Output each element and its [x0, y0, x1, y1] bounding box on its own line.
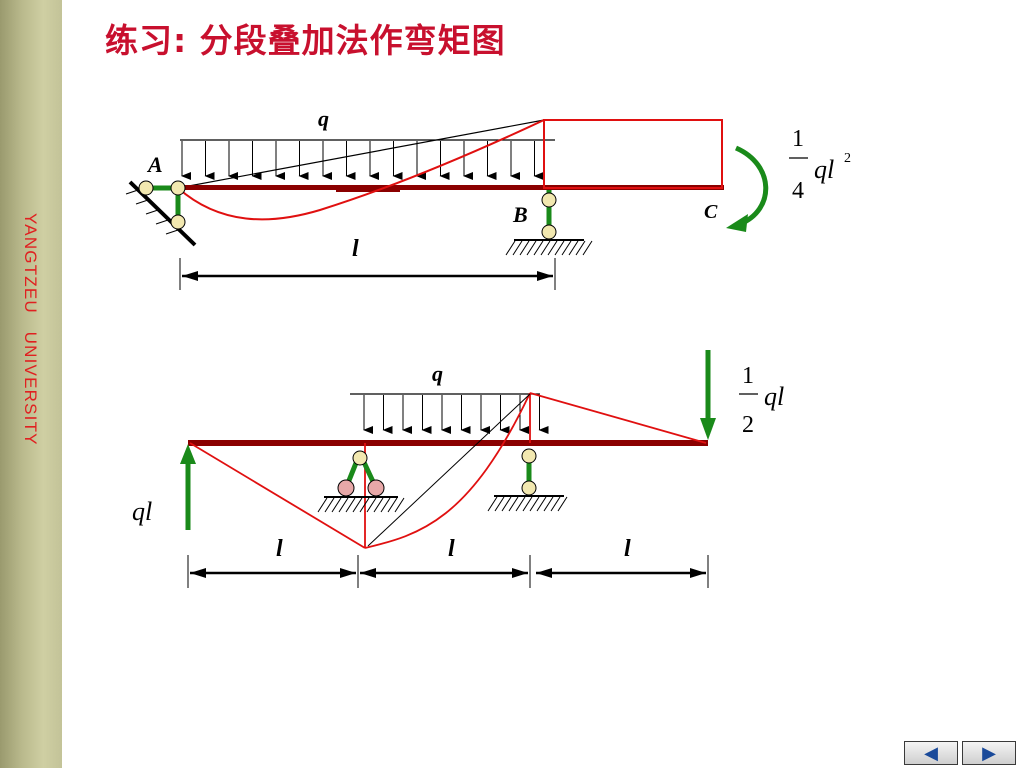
ground-hatch [536, 496, 547, 512]
moment-exp: 2 [844, 151, 851, 166]
force-value-label: 1 2 ql [739, 363, 784, 438]
bending-moment-diagrams: q A [125, 106, 851, 588]
ground-hatch [373, 497, 384, 513]
load-label-q-2: q [432, 361, 443, 386]
ground-hatch [324, 497, 335, 513]
moment-value-label: 1 4 ql 2 [789, 126, 851, 204]
moment-coeff-den: 4 [792, 178, 804, 204]
ground-hatch [547, 240, 558, 256]
ground-hatch [568, 240, 579, 256]
beam-1 [178, 185, 724, 190]
support-right [487, 448, 568, 512]
support-mid [317, 450, 405, 513]
ground-hatch [515, 496, 526, 512]
diagram-2: q [132, 350, 784, 588]
ground-hatch [529, 496, 540, 512]
ground-hatch [519, 240, 530, 256]
next-slide-button[interactable]: ▶ [962, 741, 1016, 765]
dimension-line-1 [179, 258, 556, 290]
ground-hatch [380, 497, 391, 513]
ground-hatch [533, 240, 544, 256]
ground-hatch [575, 240, 586, 256]
slide-title: 练习: 分段叠加法作弯矩图 [105, 21, 506, 60]
support-a [125, 180, 197, 247]
ground-hatch [366, 497, 377, 513]
ground-hatch [522, 496, 533, 512]
ground-hatch [582, 240, 593, 256]
moment-coeff-num: 1 [792, 126, 804, 152]
moment-ql: ql [814, 155, 834, 184]
ground-hatch [331, 497, 342, 513]
dimension-lines-2 [187, 555, 709, 588]
superposition-line-2 [367, 393, 531, 547]
ground-hatch [345, 497, 356, 513]
ground-hatch [338, 497, 349, 513]
span-label-2a: l [276, 536, 283, 562]
prev-slide-button[interactable]: ◀ [904, 741, 958, 765]
ground-hatch [494, 496, 505, 512]
ground-hatch [512, 240, 523, 256]
ground-hatch [317, 497, 328, 513]
triangle-right-icon: ▶ [982, 742, 996, 764]
superposition-line-1 [177, 119, 545, 189]
ground-hatch [359, 497, 370, 513]
force-ql: ql [764, 382, 784, 411]
moment-diagram-1 [177, 119, 723, 221]
ground-hatch [352, 497, 363, 513]
sidebar-university-text: YANGTZEU UNIVERSITY [21, 213, 40, 446]
ground-hatch [501, 496, 512, 512]
support-b [505, 190, 593, 256]
force-coeff-num: 1 [742, 363, 754, 389]
ground-hatch [505, 240, 516, 256]
load-label-q-1: q [318, 106, 329, 131]
distributed-load-1 [180, 139, 555, 180]
ground-hatch [540, 240, 551, 256]
dimension-arrowheads-2 [190, 568, 706, 578]
ground-hatch [554, 240, 565, 256]
span-label-2b: l [448, 536, 455, 562]
ground-hatch [561, 240, 572, 256]
ground-hatch [526, 240, 537, 256]
reaction-arrow-up [180, 444, 196, 530]
moment-diagram-2 [189, 392, 707, 549]
diagram-1: q A [125, 106, 851, 290]
span-label-1: l [352, 236, 359, 262]
triangle-left-icon: ◀ [924, 742, 938, 764]
support-b-label: B [512, 202, 528, 227]
reaction-label: ql [132, 497, 152, 526]
ground-hatch [508, 496, 519, 512]
applied-force-arrow-down [700, 350, 716, 440]
sidebar-strip: YANGTZEU UNIVERSITY [0, 0, 62, 768]
free-end-label-c: C [704, 201, 718, 223]
ground-hatch [387, 497, 398, 513]
ground-hatch [557, 496, 568, 512]
ground-hatch [394, 497, 405, 513]
beam-1-midmark [336, 187, 400, 192]
support-a-label: A [146, 152, 163, 177]
beam-2 [188, 440, 708, 446]
ground-hatch [543, 496, 554, 512]
force-coeff-den: 2 [742, 412, 754, 438]
ground-hatch [487, 496, 498, 512]
applied-moment-arrow [726, 145, 769, 232]
span-label-2c: l [624, 536, 631, 562]
ground-hatch [550, 496, 561, 512]
slide-navigation: ◀ ▶ [904, 741, 1018, 767]
